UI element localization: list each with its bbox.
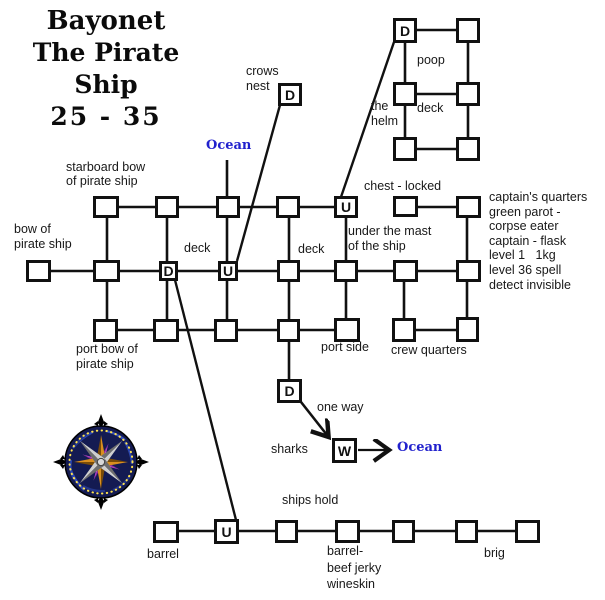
room-letter: U	[221, 523, 232, 540]
room-port-side	[334, 318, 360, 342]
room-deck-a4	[276, 196, 300, 218]
room-poop-deck-e	[456, 82, 480, 106]
room-poop-d: D	[393, 18, 417, 43]
label-crew-quarters: crew quarters	[391, 343, 467, 357]
room-hold-stair-d: D	[277, 379, 302, 403]
label-ocean-top: Ocean	[206, 138, 252, 153]
room-deck-d: D	[159, 261, 178, 281]
room-hold-5	[392, 520, 415, 543]
label-brig: brig	[484, 546, 505, 560]
room-barrel-room	[153, 521, 179, 543]
room-letter: D	[163, 263, 174, 279]
room-chest-2	[456, 196, 481, 218]
room-hold-6	[455, 520, 478, 543]
room-crew-1	[392, 318, 416, 342]
map-title-line3: 25 - 35	[50, 102, 162, 131]
room-letter: D	[399, 22, 411, 39]
label-bow-of-ship: bow of pirate ship	[14, 222, 72, 251]
label-captains-notes: captain's quarters green parot - corpse …	[489, 190, 588, 292]
map-title-line1: Bayonet	[46, 6, 166, 36]
room-sharks-w: W	[332, 438, 357, 463]
room-letter: W	[337, 442, 352, 459]
room-port-c1	[93, 319, 118, 342]
room-poop-sw	[393, 137, 417, 161]
label-sharks: sharks	[271, 442, 308, 456]
room-letter: U	[222, 263, 234, 279]
label-deck-mid: deck	[298, 242, 325, 256]
room-hold-u: U	[214, 519, 239, 544]
label-poop: poop	[417, 53, 445, 67]
room-letter: U	[340, 199, 352, 215]
label-under-the-mast: under the mast of the ship	[348, 224, 432, 253]
room-port-bow	[153, 319, 179, 342]
compass-rose-icon	[53, 414, 149, 510]
label-ocean-right: Ocean	[397, 440, 443, 455]
room-starboard-bow	[93, 196, 119, 218]
map-edge	[235, 104, 282, 262]
label-one-way: one way	[317, 400, 364, 414]
label-barrel-contents: barrel- beef jerky wineskin	[327, 544, 382, 591]
room-deck-b1	[93, 260, 120, 282]
room-deck-b4	[277, 260, 300, 282]
label-the-helm: the helm	[371, 99, 399, 128]
label-deck-left: deck	[184, 241, 211, 255]
room-port-c4	[277, 319, 300, 342]
label-starboard-bow: starboard bow of pirate ship	[66, 160, 146, 188]
room-deck-a3	[216, 196, 240, 218]
room-chest-1	[393, 196, 418, 217]
map-edge	[339, 41, 396, 198]
room-hold-3	[275, 520, 298, 543]
room-poop-se	[456, 137, 480, 161]
room-captains-quarters	[456, 260, 481, 282]
room-letter: D	[284, 86, 296, 103]
room-brig-room	[515, 520, 540, 543]
label-barrel: barrel	[147, 547, 179, 561]
room-crew-quarters	[456, 317, 479, 342]
room-deck-u: U	[218, 261, 238, 281]
room-poop-ne	[456, 18, 480, 43]
map-edge	[173, 279, 238, 521]
room-under-mast-room	[334, 260, 358, 282]
label-port-bow: port bow of pirate ship	[76, 342, 138, 371]
label-ships-hold: ships hold	[282, 493, 339, 507]
room-crows-nest-d: D	[278, 83, 302, 106]
label-poop-deck: deck	[417, 101, 444, 115]
label-port-side: port side	[321, 340, 369, 354]
room-deck-a2	[155, 196, 179, 218]
label-crows-nest: crows nest	[246, 64, 279, 93]
room-port-c3	[214, 319, 238, 342]
room-hold-barrel	[335, 520, 360, 543]
map-title-line2: The Pirate Ship	[32, 38, 180, 99]
map-edges	[50, 28, 516, 533]
map-title: Bayonet The Pirate Ship 25 - 35	[0, 5, 212, 133]
room-bow	[26, 260, 51, 282]
room-helm-room	[393, 82, 417, 106]
room-deck-b6	[393, 260, 418, 282]
room-letter: D	[284, 383, 295, 399]
room-mast-u: U	[334, 196, 358, 218]
label-chest-locked: chest - locked	[364, 179, 442, 193]
one-way-arrow	[299, 401, 327, 435]
